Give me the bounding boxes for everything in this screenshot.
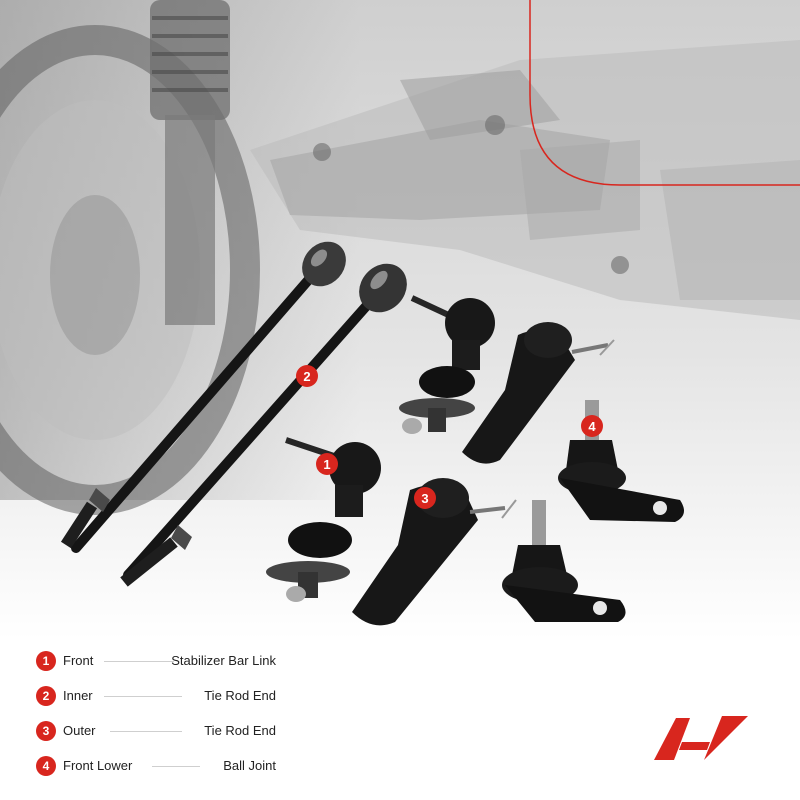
legend-divider <box>110 731 182 732</box>
legend-value: Tie Rod End <box>204 688 276 703</box>
legend-label: Front Lower <box>63 758 133 773</box>
legend-row-2: 2 Inner Tie Rod End <box>36 683 276 718</box>
legend-value: Stabilizer Bar Link <box>171 653 276 668</box>
callout-1-label: 1 <box>323 457 330 472</box>
brand-logo <box>654 716 748 760</box>
ball-joint-b <box>502 500 626 622</box>
outer-tie-rod-end-a <box>462 322 615 464</box>
legend-label: Front <box>63 653 94 668</box>
legend-value: Ball Joint <box>223 758 276 773</box>
callout-4: 4 <box>581 415 603 437</box>
legend-row-1: 1 Front Stabilizer Bar Link <box>36 648 276 683</box>
ball-joint-a <box>558 400 684 522</box>
legend-number: 3 <box>36 721 56 741</box>
callout-1: 1 <box>316 453 338 475</box>
stabilizer-bar-link-b <box>266 437 381 602</box>
callout-2: 2 <box>296 365 318 387</box>
callout-2-label: 2 <box>303 369 310 384</box>
inner-tie-rod-end-a <box>60 241 346 553</box>
legend-divider <box>152 766 200 767</box>
legend-row-4: 4 Front Lower Ball Joint <box>36 753 276 788</box>
inner-tie-rod-end-b <box>120 263 407 587</box>
legend-value: Tie Rod End <box>204 723 276 738</box>
legend-label: Inner <box>63 688 93 703</box>
legend-label: Outer <box>63 723 96 738</box>
legend-number: 1 <box>36 651 56 671</box>
callout-3-label: 3 <box>421 491 428 506</box>
parts-legend: 1 Front Stabilizer Bar Link 2 Inner Tie … <box>36 648 276 788</box>
callout-4-label: 4 <box>588 419 596 434</box>
car-chassis-background <box>0 0 800 640</box>
stabilizer-bar-link-a <box>399 295 495 434</box>
legend-row-3: 3 Outer Tie Rod End <box>36 718 276 753</box>
outer-tie-rod-end-b <box>352 478 517 626</box>
legend-number: 4 <box>36 756 56 776</box>
callout-3: 3 <box>414 487 436 509</box>
suspension-parts-photo: 2 1 3 4 <box>0 0 800 640</box>
legend-divider <box>104 696 182 697</box>
legend-divider <box>104 661 174 662</box>
legend-number: 2 <box>36 686 56 706</box>
